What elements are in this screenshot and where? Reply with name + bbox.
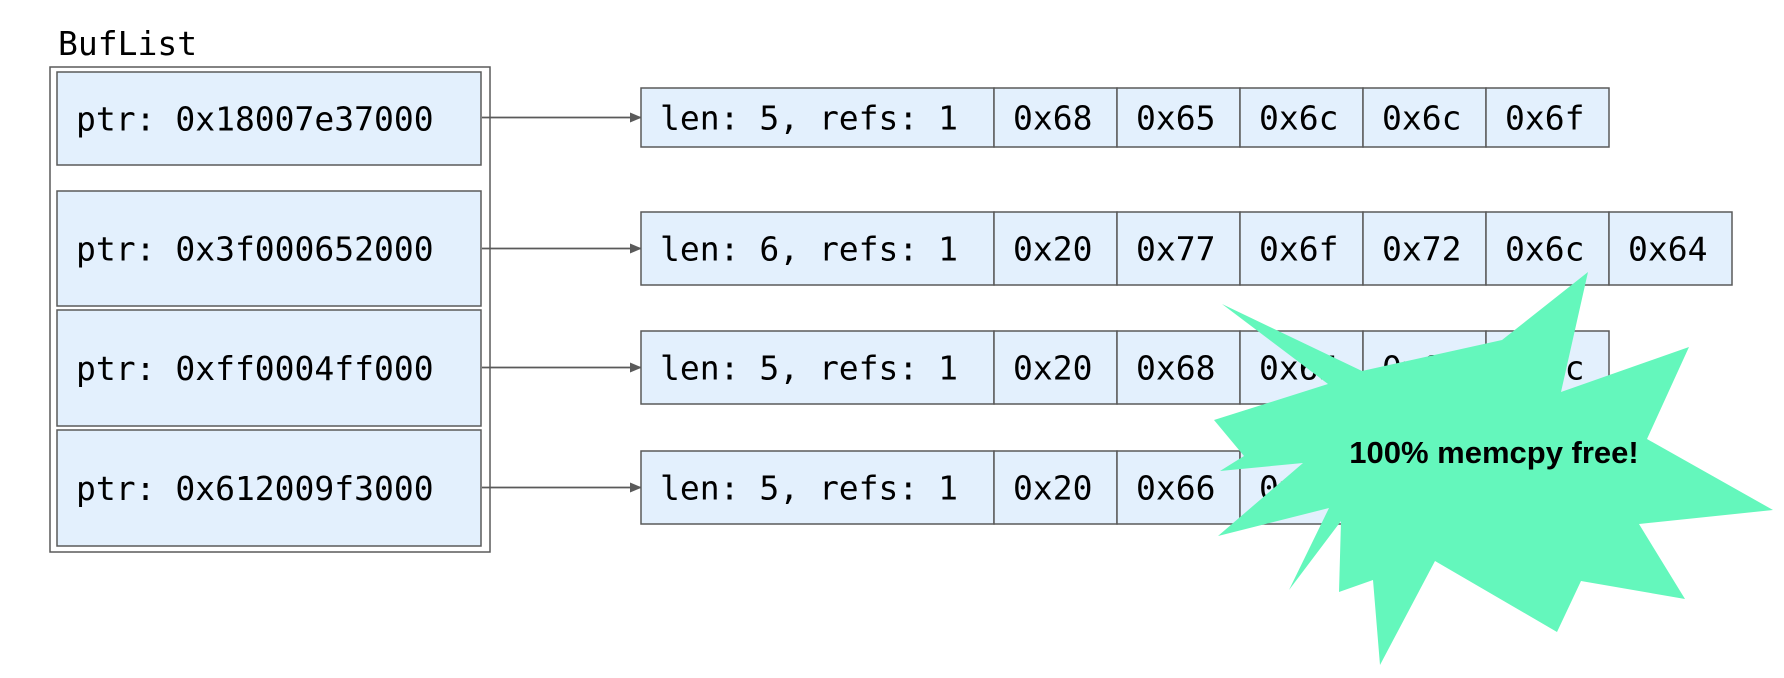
byte-cell bbox=[1116, 330, 1241, 405]
buffer-header-label: len: 5, refs: 1 bbox=[660, 349, 958, 388]
pointer-cell bbox=[56, 190, 482, 307]
pointer-cell bbox=[56, 309, 482, 427]
buffer-row: len: 6, refs: 1 0x20 0x77 0x6f 0x72 0x6c 0x64 bbox=[640, 211, 1733, 286]
starburst-label: 100% memcpy free! bbox=[1349, 435, 1639, 470]
byte-cell bbox=[1239, 211, 1364, 286]
buffer-header-label: len: 6, refs: 1 bbox=[660, 230, 958, 269]
byte-label: 0x20 bbox=[1013, 469, 1092, 508]
pointer-label: ptr: 0x612009f3000 bbox=[76, 469, 434, 508]
byte-cell bbox=[993, 450, 1118, 525]
byte-label: 0x68 bbox=[1136, 349, 1215, 388]
pointer-cell bbox=[56, 71, 482, 166]
byte-cell bbox=[1239, 87, 1364, 148]
byte-label: 0x65 bbox=[1136, 99, 1215, 138]
byte-cell bbox=[993, 330, 1118, 405]
pointer-label: ptr: 0x3f000652000 bbox=[76, 230, 434, 269]
pointer-label: ptr: 0x18007e37000 bbox=[76, 100, 434, 139]
buflist-container bbox=[49, 66, 491, 553]
byte-cell bbox=[1485, 211, 1610, 286]
byte-cell bbox=[1362, 87, 1487, 148]
byte-label: 0x20 bbox=[1013, 349, 1092, 388]
buffer-row: len: 5, refs: 1 0x68 0x65 0x6c 0x6c 0x6f bbox=[640, 87, 1610, 148]
pointer-label: ptr: 0xff0004ff000 bbox=[76, 349, 434, 388]
buffer-header-cell bbox=[640, 450, 995, 525]
byte-label: 0x6f bbox=[1259, 230, 1338, 269]
pointer-cells: ptr: 0x18007e37000 ptr: 0x3f000652000 ptr:… bbox=[56, 71, 482, 547]
buffer-header-cell bbox=[640, 87, 995, 148]
byte-label: 0x68 bbox=[1013, 99, 1092, 138]
pointer-arrows bbox=[482, 112, 642, 493]
byte-label: 0x6c bbox=[1505, 230, 1584, 269]
byte-label: 0x6c bbox=[1259, 99, 1338, 138]
byte-label: 0x64 bbox=[1628, 230, 1707, 269]
byte-label: 0x6f bbox=[1505, 99, 1584, 138]
byte-cell bbox=[1362, 211, 1487, 286]
byte-label: 0x72 bbox=[1382, 230, 1461, 269]
starburst-callout: 100% memcpy free! bbox=[1214, 272, 1773, 665]
byte-cell bbox=[1116, 211, 1241, 286]
byte-label: 0x6c bbox=[1382, 99, 1461, 138]
starburst-shape bbox=[1214, 272, 1773, 665]
byte-cell bbox=[1608, 211, 1733, 286]
byte-label: 0x20 bbox=[1013, 230, 1092, 269]
buffer-header-cell bbox=[640, 330, 995, 405]
byte-cell bbox=[1485, 87, 1610, 148]
byte-label: 0x66 bbox=[1136, 469, 1215, 508]
buflist-title: BufList bbox=[58, 24, 197, 63]
buffer-header-label: len: 5, refs: 1 bbox=[660, 99, 958, 138]
pointer-cell bbox=[56, 429, 482, 547]
byte-label: 0x77 bbox=[1136, 230, 1215, 269]
buffer-header-label: len: 5, refs: 1 bbox=[660, 469, 958, 508]
byte-cell bbox=[993, 211, 1118, 286]
